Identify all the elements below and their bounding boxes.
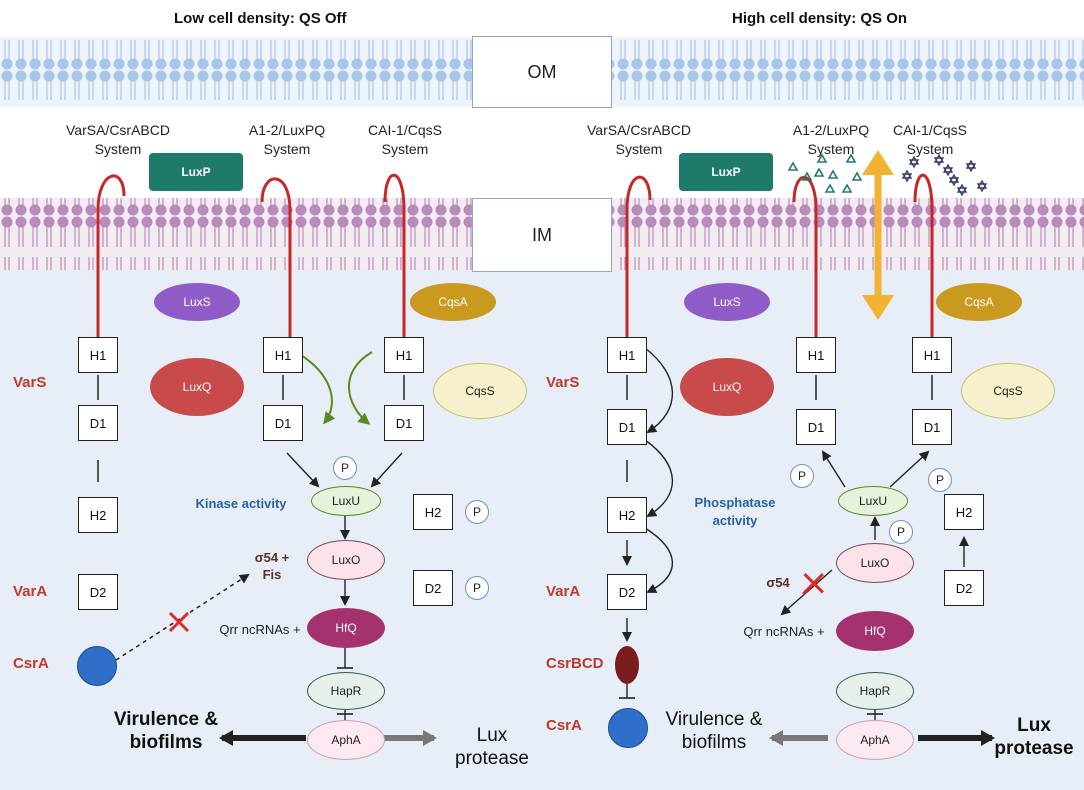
- csra-protein-icon: [608, 708, 648, 748]
- phosphate-icon: P: [790, 464, 814, 488]
- ai2-molecules-icon: [787, 153, 863, 193]
- h1-domain: H1: [263, 337, 303, 373]
- system-label: A1-2/LuxPQ System: [248, 122, 326, 157]
- h1-domain: H1: [607, 337, 647, 373]
- d1-domain: D1: [607, 409, 647, 445]
- varS-receptor: [96, 174, 126, 338]
- h2-domain: H2: [944, 494, 984, 530]
- qrr-label: Qrr ncRNAs +: [743, 624, 825, 639]
- d1-domain: D1: [384, 405, 424, 441]
- d1-domain: D1: [796, 409, 836, 445]
- phosphate-icon: P: [465, 576, 489, 600]
- varS-receptor-right: [625, 175, 652, 338]
- luxo-protein: LuxO: [836, 543, 914, 583]
- hapr-protein: HapR: [307, 672, 385, 710]
- h2-domain: H2: [78, 497, 118, 533]
- cqss-protein: CqsS: [433, 363, 527, 419]
- phosphatase-activity-label: Phosphatase activity: [694, 495, 776, 528]
- h1-domain: H1: [912, 337, 952, 373]
- csrbcd-rna-icon: [615, 646, 639, 684]
- vara-label: VarA: [13, 583, 48, 600]
- hfq-protein: HfQ: [307, 608, 385, 648]
- luxp-protein: LuxP: [679, 153, 773, 191]
- system-label: VarSA/CsrABCD System: [587, 122, 691, 157]
- h2-domain: H2: [607, 497, 647, 533]
- d2-domain: D2: [78, 574, 118, 610]
- d1-domain: D1: [78, 405, 118, 441]
- lux-protease-label: Lux protease: [994, 715, 1074, 759]
- luxo-protein: LuxO: [307, 540, 385, 580]
- heading-left: Low cell density: QS Off: [174, 10, 347, 27]
- csra-label: CsrA: [13, 655, 49, 672]
- phosphate-icon: P: [333, 456, 357, 480]
- outer-membrane-label: OM: [472, 36, 612, 108]
- cai1-molecules-icon: [901, 153, 988, 197]
- apha-protein: AphA: [307, 720, 385, 760]
- cqsa-protein: CqsA: [936, 283, 1022, 321]
- d2-domain: D2: [607, 574, 647, 610]
- h2-domain: H2: [413, 494, 453, 530]
- h1-domain: H1: [796, 337, 836, 373]
- virulence-label: Virulence & biofilms: [665, 709, 763, 753]
- hapr-protein: HapR: [836, 672, 914, 710]
- csra-label: CsrA: [546, 717, 582, 734]
- system-label: VarSA/CsrABCD System: [66, 122, 170, 157]
- system-label: A1-2/LuxPQ System: [792, 122, 870, 157]
- luxq-protein: LuxQ: [680, 358, 774, 416]
- d1-domain: D1: [263, 405, 303, 441]
- phosphate-icon: P: [465, 500, 489, 524]
- cqsa-protein: CqsA: [410, 283, 496, 321]
- virulence-label: Virulence & biofilms: [113, 709, 219, 753]
- luxs-protein: LuxS: [684, 283, 770, 321]
- phosphate-icon: P: [889, 520, 913, 544]
- kinase-activity-label: Kinase activity: [195, 496, 287, 511]
- cqss-protein: CqsS: [961, 363, 1055, 419]
- luxu-protein: LuxU: [311, 486, 381, 516]
- h1-domain: H1: [384, 337, 424, 373]
- sigma54-fis-label: σ54 + Fis: [254, 550, 290, 582]
- block-cross-icon: [802, 573, 824, 595]
- vars-label: VarS: [13, 374, 47, 391]
- luxs-protein: LuxS: [154, 283, 240, 321]
- csrbcd-label: CsrBCD: [546, 655, 604, 672]
- phospho-transfer-arrow: [295, 351, 336, 425]
- d1-domain: D1: [912, 409, 952, 445]
- luxp-protein: LuxP: [149, 153, 243, 191]
- vars-label: VarS: [546, 374, 580, 391]
- h1-domain: H1: [78, 337, 118, 373]
- luxu-protein: LuxU: [838, 486, 908, 516]
- luxq-protein: LuxQ: [150, 358, 244, 416]
- d2-domain: D2: [944, 570, 984, 606]
- luxQ-receptor-right: [792, 176, 818, 338]
- qrr-label: Qrr ncRNAs +: [219, 622, 301, 637]
- vara-label: VarA: [546, 583, 581, 600]
- phosphate-icon: P: [928, 468, 952, 492]
- cqsS-receptor: [383, 173, 406, 338]
- sigma54-label: σ54: [766, 575, 790, 590]
- heading-right: High cell density: QS On: [732, 10, 908, 27]
- phospho-transfer-arrow: [348, 351, 373, 425]
- block-cross-icon: [168, 611, 190, 633]
- inhibited-arrow: [115, 573, 250, 661]
- inner-membrane-label: IM: [472, 198, 612, 272]
- apha-protein: AphA: [836, 720, 914, 760]
- csra-protein-icon: [77, 646, 117, 686]
- luxQ-receptor: [260, 177, 292, 338]
- lux-protease-label: Lux protease: [455, 725, 529, 769]
- cqsS-receptor-right: [913, 173, 934, 338]
- hfq-protein: HfQ: [836, 611, 914, 651]
- system-label: CAI-1/CqsS System: [893, 122, 967, 157]
- d2-domain: D2: [413, 570, 453, 606]
- system-label: CAI-1/CqsS System: [368, 122, 442, 157]
